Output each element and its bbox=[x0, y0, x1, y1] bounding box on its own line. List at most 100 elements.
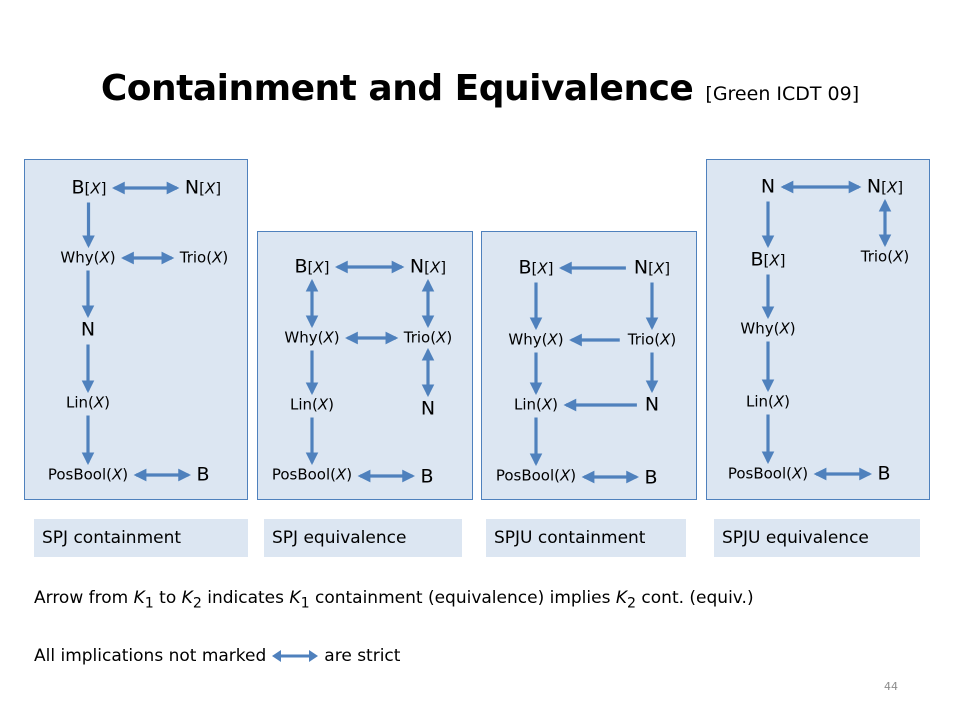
node-var: X bbox=[541, 395, 553, 414]
double-arrow-icon bbox=[272, 650, 319, 662]
node-base: Why bbox=[60, 248, 94, 267]
note-text: cont. (equiv.) bbox=[636, 588, 754, 608]
node-var: ( bbox=[88, 393, 94, 412]
node-var: X bbox=[336, 465, 347, 484]
note-text: indicates bbox=[201, 588, 290, 608]
node-var: ] bbox=[547, 259, 554, 278]
node-b: B bbox=[644, 468, 657, 488]
node-base: Trio bbox=[627, 330, 655, 349]
node-var: [ bbox=[199, 179, 205, 198]
node-n-x: N[X] bbox=[410, 257, 446, 277]
node-base: Lin bbox=[289, 395, 313, 414]
node-var: [ bbox=[763, 251, 770, 270]
node-var: ) bbox=[122, 465, 129, 484]
node-base: B bbox=[294, 255, 308, 278]
node-var: [ bbox=[424, 258, 430, 277]
node-base: PosBool bbox=[47, 465, 107, 484]
node-var: ( bbox=[317, 328, 324, 347]
node-n: N bbox=[81, 320, 95, 340]
node-b: B bbox=[420, 467, 433, 487]
note-text: All implications not marked bbox=[34, 646, 267, 666]
node-var: ( bbox=[887, 247, 894, 266]
node-var: X bbox=[537, 259, 548, 278]
node-base: B bbox=[877, 462, 891, 485]
node-trio-x: Trio(X) bbox=[627, 330, 677, 349]
note-sub: 2 bbox=[192, 595, 202, 612]
note-text: containment (equivalence) implies bbox=[309, 588, 616, 608]
node-b-x: B[X] bbox=[750, 250, 786, 270]
note-k: K bbox=[289, 588, 301, 608]
node-var: [ bbox=[531, 259, 538, 278]
node-var: ) bbox=[328, 395, 335, 414]
node-var: [ bbox=[881, 178, 887, 197]
node-var: ] bbox=[779, 251, 786, 270]
node-var: ) bbox=[333, 328, 340, 347]
node-var: ) bbox=[346, 465, 353, 484]
node-why-x: Why(X) bbox=[60, 248, 116, 267]
node-base: PosBool bbox=[271, 465, 331, 484]
node-var: X bbox=[204, 179, 216, 198]
node-why-x: Why(X) bbox=[508, 330, 564, 349]
node-base: PosBool bbox=[495, 466, 555, 485]
node-posbool-x: PosBool(X) bbox=[495, 466, 576, 485]
node-base: Lin bbox=[65, 393, 89, 412]
node-var: X bbox=[112, 465, 123, 484]
node-var: ] bbox=[323, 258, 330, 277]
node-why-x: Why(X) bbox=[284, 328, 340, 347]
node-var: ) bbox=[802, 464, 809, 483]
node-base: Trio bbox=[179, 248, 207, 267]
node-lin-x: Lin(X) bbox=[65, 393, 111, 412]
note-text: to bbox=[153, 588, 182, 608]
node-base: N bbox=[420, 397, 436, 420]
page-number: 44 bbox=[884, 680, 898, 693]
node-base: N bbox=[184, 176, 200, 199]
node-var: X bbox=[317, 395, 329, 414]
node-var: ) bbox=[109, 248, 116, 267]
node-var: ) bbox=[446, 328, 453, 347]
node-var: X bbox=[653, 259, 665, 278]
node-base: Why bbox=[508, 330, 542, 349]
node-var: ] bbox=[664, 259, 671, 278]
node-var: ) bbox=[784, 392, 791, 411]
node-var: ) bbox=[670, 330, 677, 349]
node-var: [ bbox=[307, 258, 314, 277]
node-var: ( bbox=[430, 328, 437, 347]
node-base: N bbox=[633, 256, 649, 279]
node-var: X bbox=[90, 179, 101, 198]
node-var: ) bbox=[557, 330, 564, 349]
node-var: ) bbox=[789, 319, 796, 338]
panel-spj-containment bbox=[24, 159, 248, 500]
node-var: ) bbox=[903, 247, 910, 266]
label-spju-equivalence: SPJU equivalence bbox=[714, 519, 920, 557]
node-var: ] bbox=[100, 179, 107, 198]
note-k: K bbox=[181, 588, 193, 608]
node-b-x: B[X] bbox=[294, 255, 330, 278]
node-base: Lin bbox=[513, 395, 537, 414]
panel-spju-containment bbox=[481, 231, 697, 500]
node-lin-x: Lin(X) bbox=[289, 395, 335, 414]
note-k: K bbox=[133, 588, 145, 608]
node-base: N bbox=[644, 393, 660, 416]
label-spju-containment: SPJU containment bbox=[486, 519, 686, 557]
node-base: N bbox=[760, 175, 776, 198]
node-lin-x: Lin(X) bbox=[513, 395, 558, 414]
node-var: X bbox=[893, 247, 904, 266]
node-n-x: N[X] bbox=[867, 177, 903, 197]
node-n-x: N[X] bbox=[633, 256, 671, 279]
node-var: ] bbox=[215, 179, 222, 198]
panel-spju-equivalence bbox=[706, 159, 930, 500]
node-var: ) bbox=[104, 393, 111, 412]
node-n: N bbox=[760, 175, 776, 198]
node-why-x: Why(X) bbox=[740, 319, 796, 338]
node-var: X bbox=[436, 328, 447, 347]
node-n: N bbox=[420, 397, 436, 420]
node-posbool-x: PosBool(X) bbox=[271, 465, 353, 484]
slide-title: Containment and Equivalence [Green ICDT … bbox=[0, 68, 960, 109]
node-base: Trio bbox=[403, 328, 431, 347]
node-var: X bbox=[660, 330, 671, 349]
node-var: ( bbox=[330, 465, 337, 484]
node-var: X bbox=[779, 319, 790, 338]
node-posbool-x: PosBool(X) bbox=[728, 464, 809, 483]
note-k: K bbox=[615, 588, 627, 608]
